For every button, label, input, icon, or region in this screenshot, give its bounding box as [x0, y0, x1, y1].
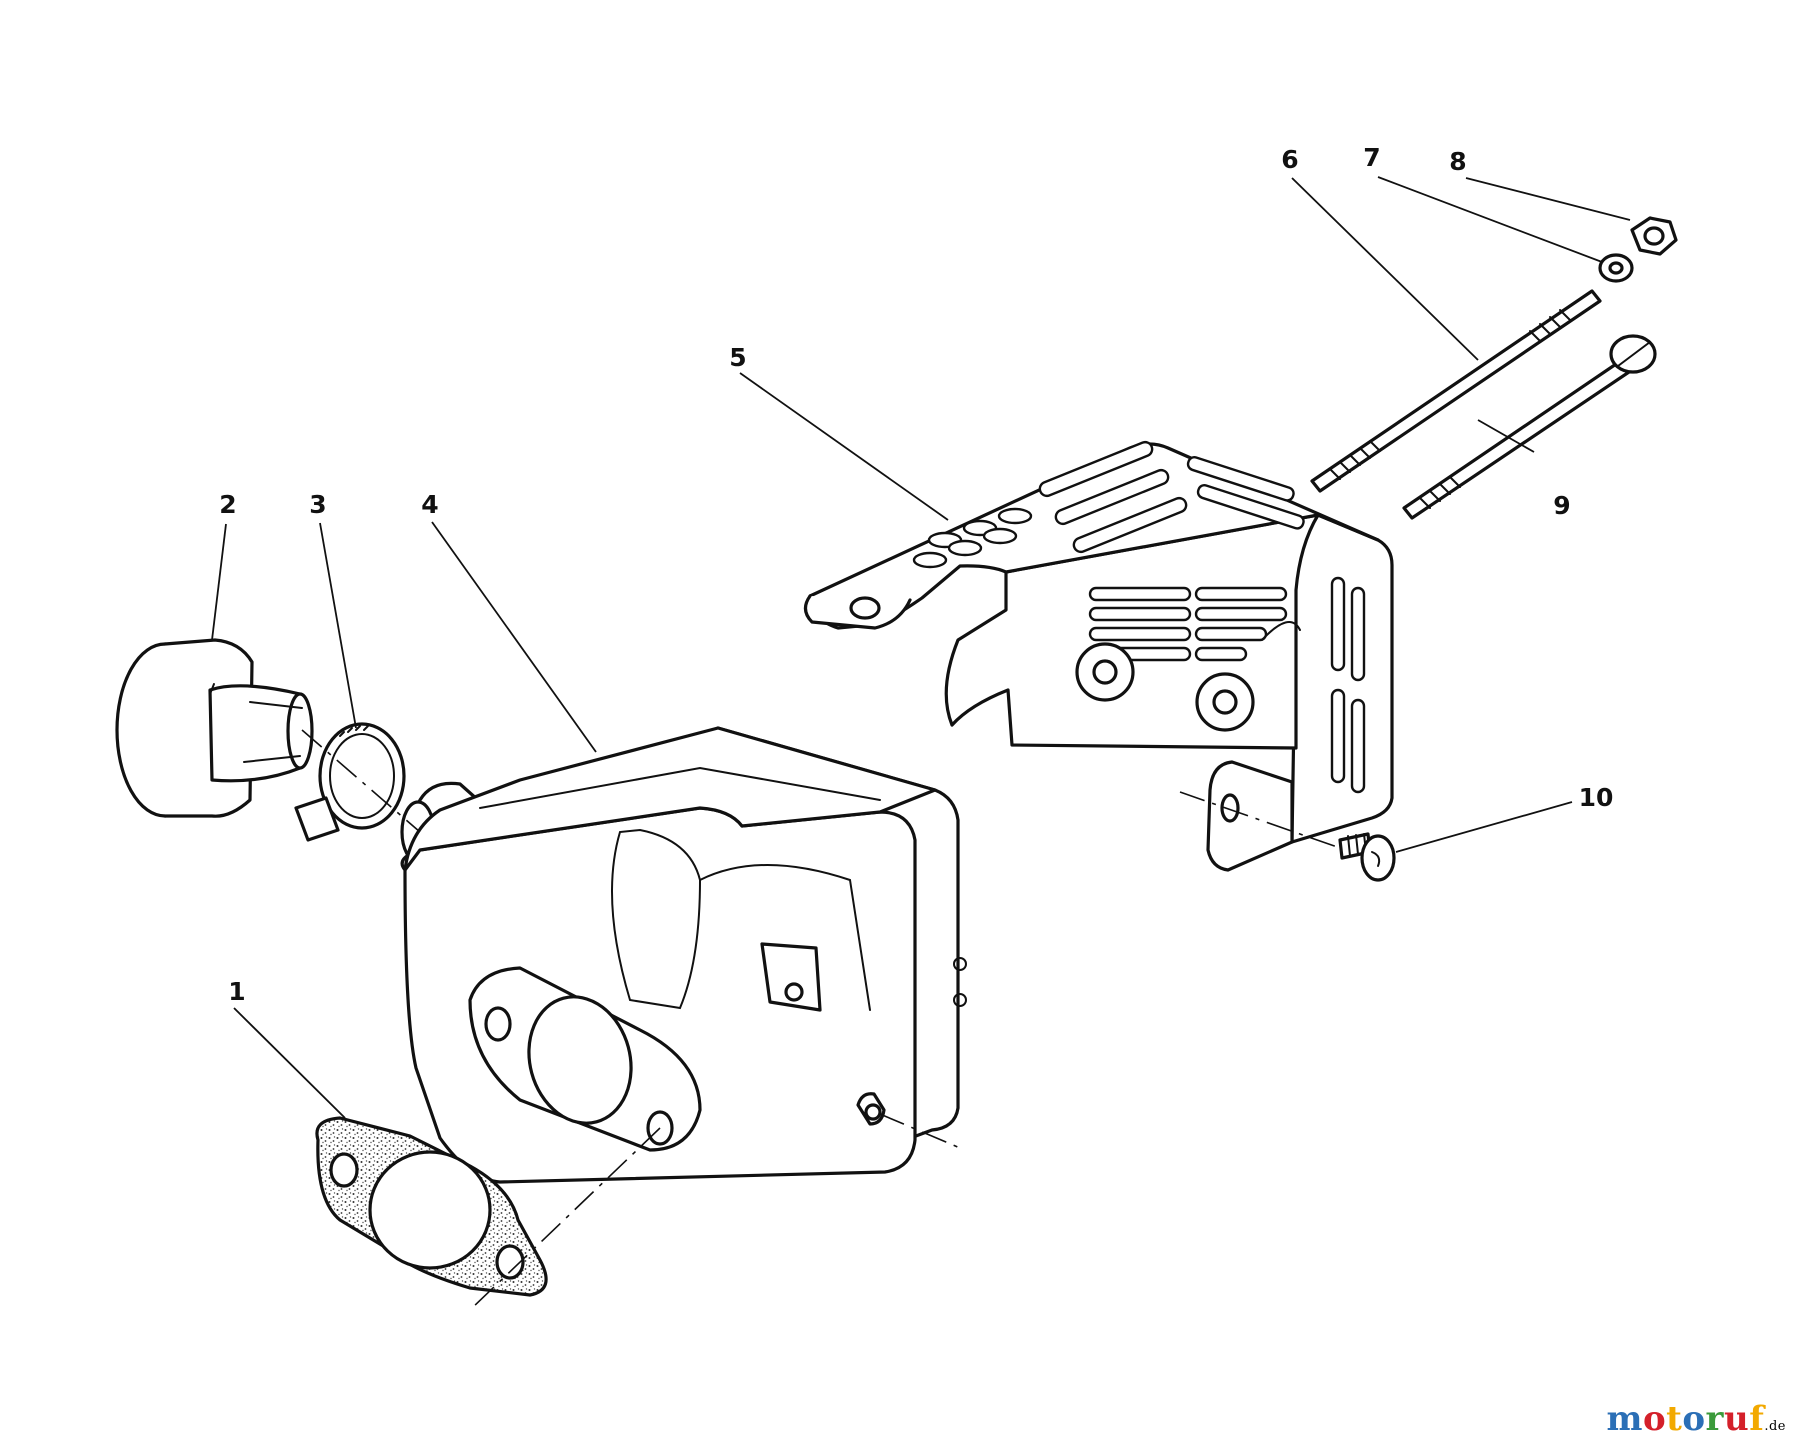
heat-shield-part	[803, 440, 1394, 872]
callout-6: 6	[1281, 145, 1298, 174]
callout-10: 10	[1579, 783, 1614, 812]
watermark-letter: o	[1682, 1399, 1706, 1439]
bolt-part	[1402, 334, 1657, 520]
watermark-suffix: .de	[1764, 1419, 1786, 1434]
callout-4: 4	[421, 490, 438, 519]
leader-lines	[211, 176, 1631, 1311]
callout-9: 9	[1553, 491, 1570, 520]
gasket-part	[315, 1116, 548, 1297]
muffler-body-part	[400, 726, 967, 1184]
callout-3: 3	[309, 490, 326, 519]
callout-labels: 1 2 3 4 5 6 7 8 9 10	[219, 143, 1613, 1006]
watermark-letter: t	[1666, 1399, 1683, 1439]
watermark-letter: m	[1606, 1399, 1643, 1439]
watermark-letter: r	[1705, 1399, 1724, 1439]
screw-part	[1338, 832, 1396, 882]
watermark-letter: o	[1642, 1399, 1667, 1439]
motoruf-watermark-logo: motoruf.de	[1606, 1399, 1786, 1439]
watermark-letter: f	[1749, 1399, 1765, 1439]
callout-1: 1	[228, 977, 245, 1006]
watermark-letters: motoruf	[1606, 1399, 1764, 1439]
callout-2: 2	[219, 490, 236, 519]
hose-clamp-part	[294, 722, 406, 842]
stud-part	[1310, 289, 1602, 493]
nut-part	[1630, 216, 1678, 256]
callout-7: 7	[1363, 143, 1380, 172]
callout-5: 5	[729, 343, 746, 372]
callout-8: 8	[1449, 147, 1466, 176]
exhaust-deflector-part	[115, 638, 314, 818]
watermark-letter: u	[1723, 1399, 1750, 1439]
washer-part	[1598, 253, 1634, 283]
